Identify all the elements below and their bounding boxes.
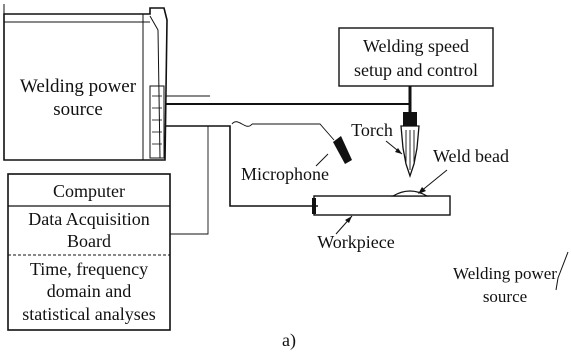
torch: Torch [351, 86, 420, 179]
computer-box: Computer Data Acquisition Board Time, fr… [7, 173, 171, 331]
speed-control-label-line1: Welding speed [363, 36, 469, 56]
computer-label: Computer [53, 181, 125, 201]
power-source-label-line1: Welding power [20, 76, 137, 97]
speed-control-box: Welding speed setup and control [338, 27, 494, 87]
torch-label: Torch [351, 120, 393, 140]
power-source-label-line2: source [53, 99, 103, 120]
workpiece: Workpiece [312, 190, 451, 252]
power-cables [166, 95, 411, 207]
analysis-label-line2: domain and [47, 281, 131, 301]
power-source-cut: Welding power source [453, 251, 569, 306]
power-source-cut-label-line2: source [483, 287, 527, 306]
welding-power-source: Welding power source [3, 4, 168, 161]
power-source-cut-label-line1: Welding power [453, 264, 557, 283]
weld-bead-label: Weld bead [433, 146, 509, 166]
workpiece-label: Workpiece [317, 232, 395, 252]
speed-control-label-line2: setup and control [354, 60, 478, 80]
analysis-label-line1: Time, frequency [30, 259, 148, 279]
panel-label: a) [282, 330, 296, 351]
weld-bead: Weld bead [418, 146, 509, 194]
analysis-label-line3: statistical analyses [22, 304, 155, 324]
microphone: Microphone [231, 121, 352, 184]
signal-cable [170, 126, 209, 235]
daq-label-line2: Board [67, 231, 111, 251]
daq-label-line1: Data Acquisition [28, 209, 149, 229]
microphone-label: Microphone [241, 164, 329, 184]
